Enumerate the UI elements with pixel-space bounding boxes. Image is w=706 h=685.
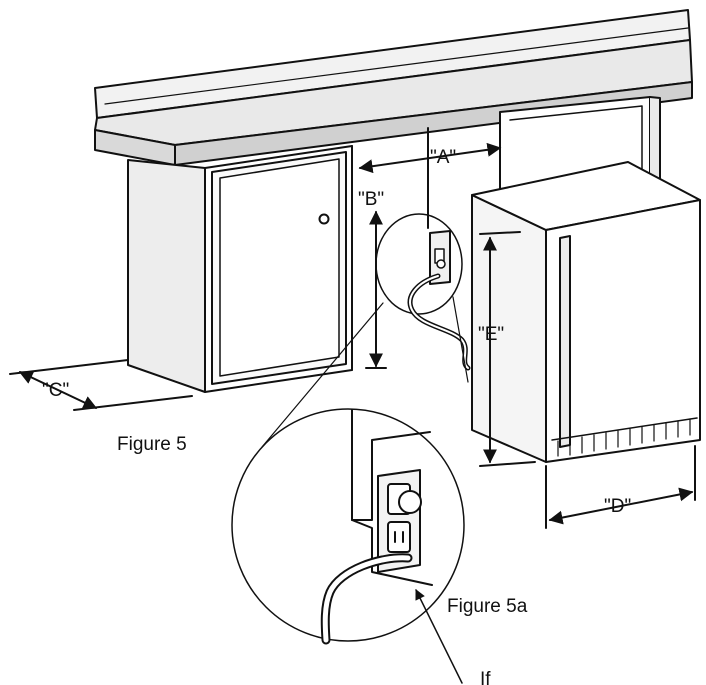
dimension-e-label: "E" xyxy=(478,324,504,345)
left-cabinet xyxy=(127,145,353,393)
fridge-grill xyxy=(557,418,691,457)
door-handle xyxy=(559,235,571,448)
wall-outlet xyxy=(429,230,451,285)
dimension-a-arrow xyxy=(358,142,502,174)
door-knob xyxy=(318,213,330,225)
refrigerator xyxy=(471,161,701,463)
figure-5-caption: Figure 5 xyxy=(117,434,187,455)
dimension-c-label: "C" xyxy=(42,380,69,401)
dimension-d-arrow xyxy=(548,487,694,525)
figure-5a-caption: Figure 5a xyxy=(447,596,528,617)
dimension-b-label: "B" xyxy=(358,189,384,210)
dimension-a-label: "A" xyxy=(430,147,456,168)
note-leader xyxy=(415,589,463,684)
dimension-d-label: "D" xyxy=(604,496,631,517)
detail-circle xyxy=(231,408,465,645)
cut-off-note-text: If xyxy=(480,669,491,685)
countertop xyxy=(94,9,693,166)
dimension-c-arrow xyxy=(18,371,98,409)
